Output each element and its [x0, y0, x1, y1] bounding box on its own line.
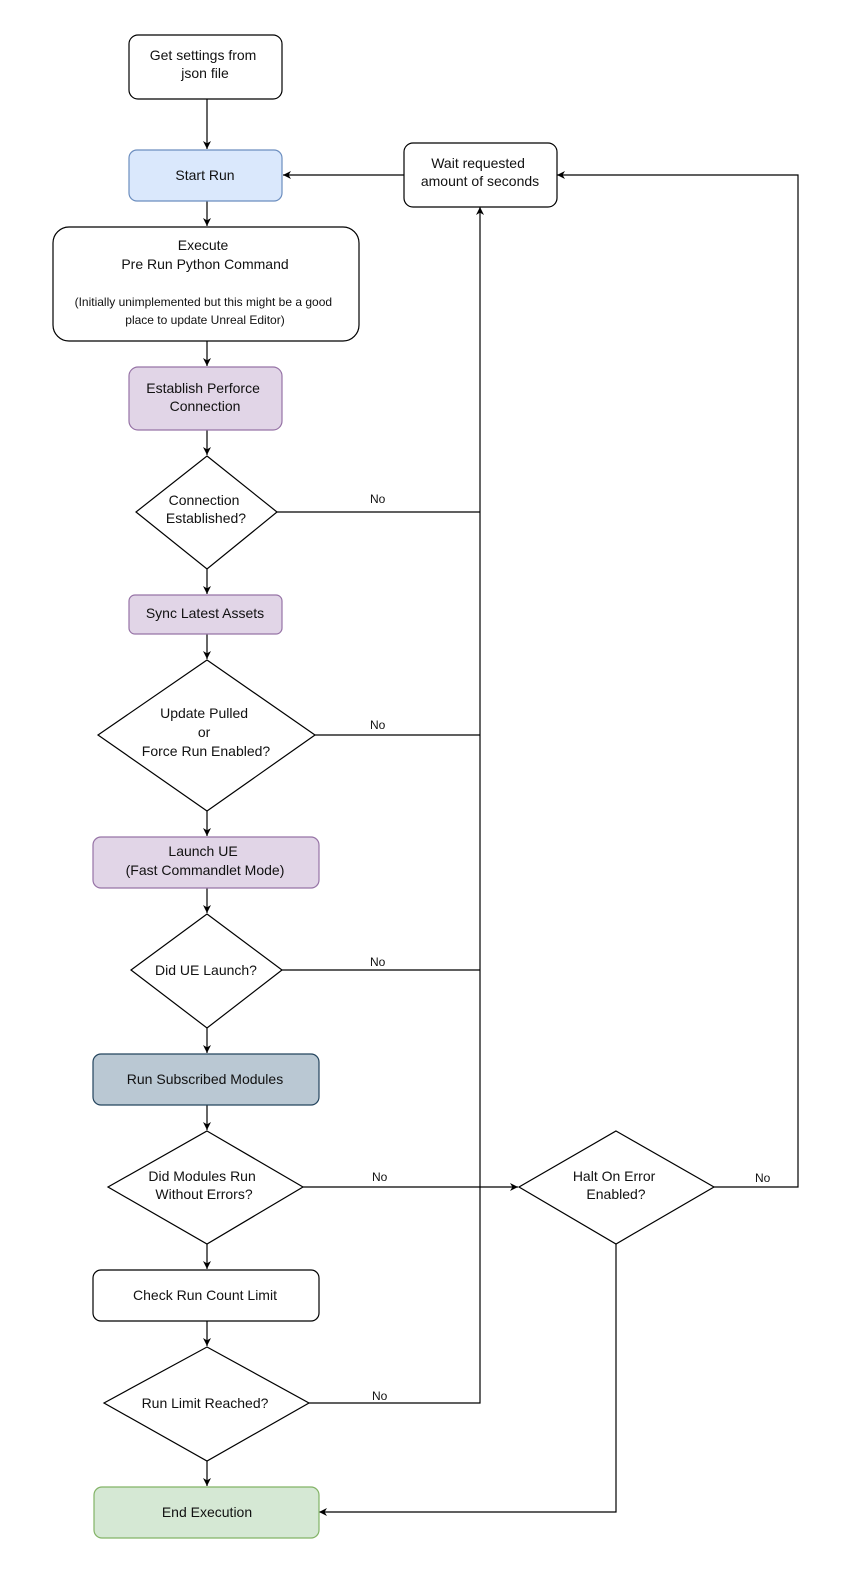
svg-text:Connection Established: Connection Established?	[166, 492, 246, 526]
svg-text:Execute Pre Run Python: Execute Pre Run Python Command	[121, 237, 288, 272]
svg-text:Check Run Count Limit: Check Run Count Limit	[133, 1287, 277, 1303]
svg-text:(Initially unimplemented but t: (Initially unimplemented but this might …	[75, 295, 336, 327]
node-connection-established: Connection Established?	[135, 455, 278, 570]
edge-halt-yes	[319, 1244, 617, 1516]
label-halt-no: No	[755, 1171, 771, 1185]
label-connection-no: No	[370, 492, 386, 506]
node-start-run: Start Run	[128, 149, 283, 202]
label-update-no: No	[370, 718, 386, 732]
node-update-pulled: Update Pulled or Force Run Enabled?	[96, 659, 317, 812]
node-wait: Wait requested amount of seconds	[403, 142, 558, 208]
label-launch-no: No	[370, 955, 386, 969]
edge-limit-no	[309, 207, 484, 1404]
svg-text:Did UE Launch?: Did UE Launch?	[155, 962, 257, 978]
label-limit-no: No	[372, 1389, 388, 1403]
svg-text:Sync Latest Assets: Sync Latest Assets	[146, 605, 264, 621]
node-get-settings: Get settings from json file	[128, 34, 283, 100]
label-modules-no: No	[372, 1170, 388, 1184]
node-run-subscribed-modules: Run Subscribed Modules	[92, 1053, 320, 1106]
node-sync-latest-assets: Sync Latest Assets	[128, 594, 283, 635]
svg-text:End Execution: End Execution	[162, 1504, 252, 1520]
svg-text:Wait requested amount: Wait requested amount of seconds	[421, 155, 539, 189]
node-did-ue-launch: Did UE Launch?	[129, 913, 283, 1029]
svg-text:Launch UE (Fast Comman: Launch UE (Fast Commandlet Mode)	[126, 843, 285, 878]
svg-text:Start Run: Start Run	[175, 167, 234, 183]
svg-text:Run Subscribed Modules: Run Subscribed Modules	[127, 1071, 283, 1087]
svg-text:Run Limit Reached?: Run Limit Reached?	[142, 1395, 269, 1411]
node-execute: Execute Pre Run Python Command (Initiall…	[52, 226, 360, 342]
svg-text:Get settings from json: Get settings from json file	[150, 47, 260, 81]
edge-halt-no	[557, 171, 799, 1188]
node-launch-ue: Launch UE (Fast Commandlet Mode)	[92, 836, 320, 889]
svg-text:Establish Perforce Con: Establish Perforce Connection	[146, 380, 264, 414]
node-modules-no-errors: Did Modules Run Without Errors?	[106, 1130, 305, 1245]
node-run-limit-reached: Run Limit Reached?	[102, 1346, 311, 1462]
node-halt-on-error: Halt On Error Enabled?	[517, 1130, 716, 1245]
svg-text:Halt On Error Enabled?: Halt On Error Enabled?	[573, 1168, 659, 1202]
svg-text:Did Modules Run Withou: Did Modules Run Without Errors?	[148, 1168, 259, 1202]
node-end-execution: End Execution	[93, 1486, 320, 1539]
svg-text:Update Pulled or: Update Pulled or Force Run Enabled?	[142, 705, 271, 759]
node-establish-perforce: Establish Perforce Connection	[128, 366, 283, 431]
node-check-run-count: Check Run Count Limit	[92, 1269, 320, 1322]
